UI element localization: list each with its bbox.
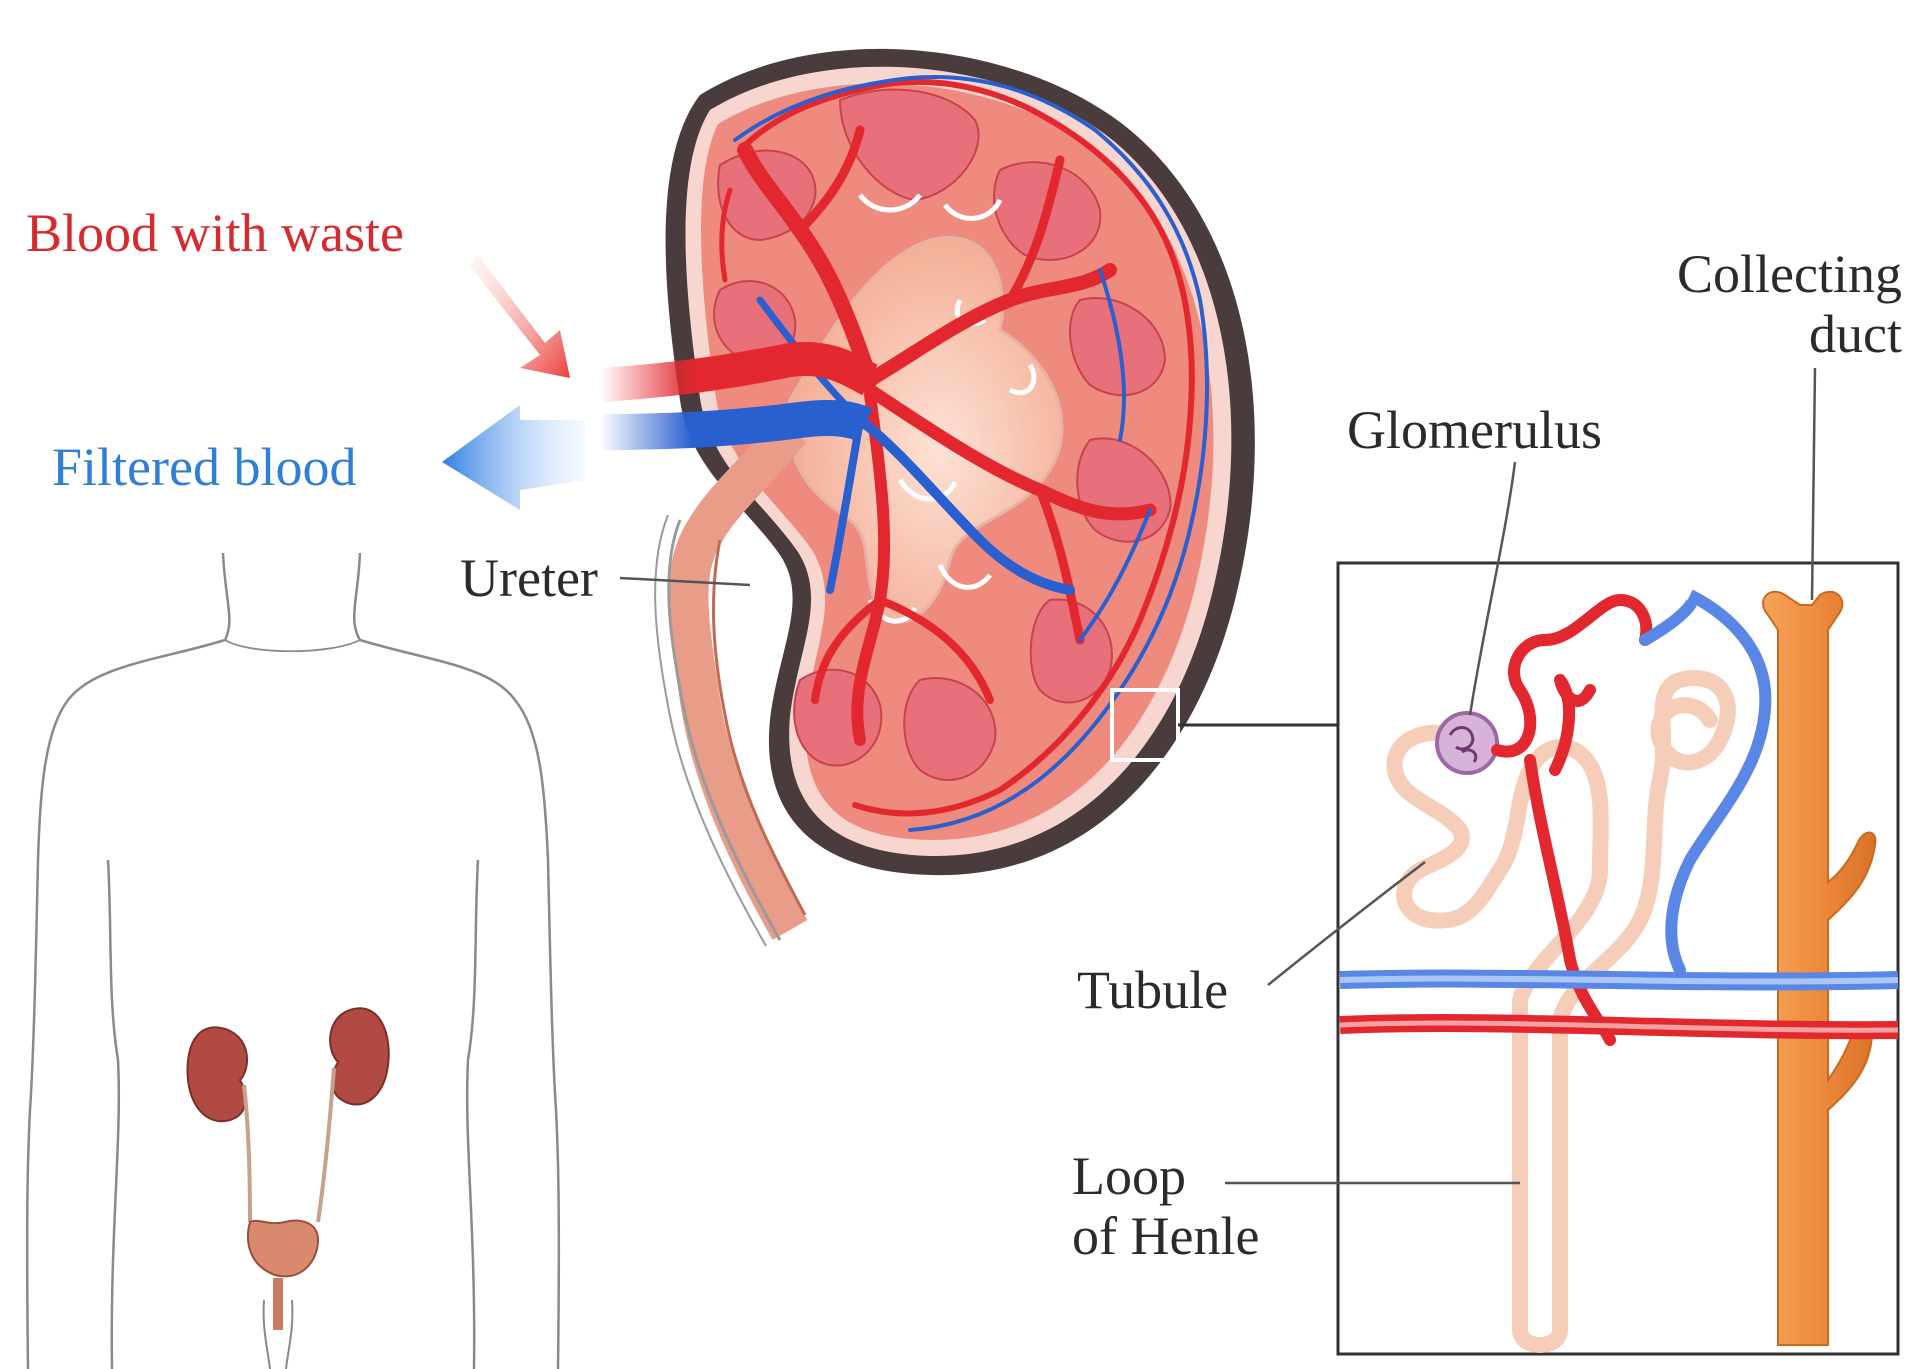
loop-of-henle-label-line2: of Henle xyxy=(1072,1206,1260,1267)
peritubular-venule xyxy=(1639,589,1772,976)
collecting-duct xyxy=(1762,590,1877,1346)
afferent-arteriole xyxy=(1491,593,1653,1046)
body-urinary-system xyxy=(186,1007,390,1369)
tubule-label: Tubule xyxy=(1077,960,1229,1020)
collecting-duct-label-line1: Collecting xyxy=(1677,244,1902,304)
glomerulus xyxy=(1435,711,1499,775)
blood-with-waste-label: Blood with waste xyxy=(26,203,404,263)
collecting-duct-label: Collecting duct xyxy=(1612,244,1902,365)
human-body-outline xyxy=(25,552,561,1369)
collecting-duct-leader xyxy=(1810,367,1817,601)
glomerulus-label: Glomerulus xyxy=(1347,400,1602,460)
ureter-leader xyxy=(619,576,751,587)
loop-of-henle-label-line1: Loop xyxy=(1072,1146,1186,1206)
filtered-blood-label: Filtered blood xyxy=(52,437,357,497)
ureter-label: Ureter xyxy=(460,548,598,608)
kidney-cross-section xyxy=(598,48,1255,947)
tubule-leader xyxy=(1267,861,1426,986)
tubule xyxy=(1386,670,1736,1353)
loop-of-henle-label: Loop of Henle xyxy=(1072,1146,1259,1267)
collecting-duct-label-line2: duct xyxy=(1809,304,1902,365)
glomerulus-leader xyxy=(1468,461,1517,716)
filtered-blood-arrow xyxy=(442,405,585,510)
leader-lines xyxy=(619,367,1817,1185)
blood-with-waste-arrow xyxy=(470,255,570,378)
venous-branches xyxy=(733,74,1209,832)
nephron-inset xyxy=(1336,561,1900,1356)
arterial-branches xyxy=(719,78,1195,817)
